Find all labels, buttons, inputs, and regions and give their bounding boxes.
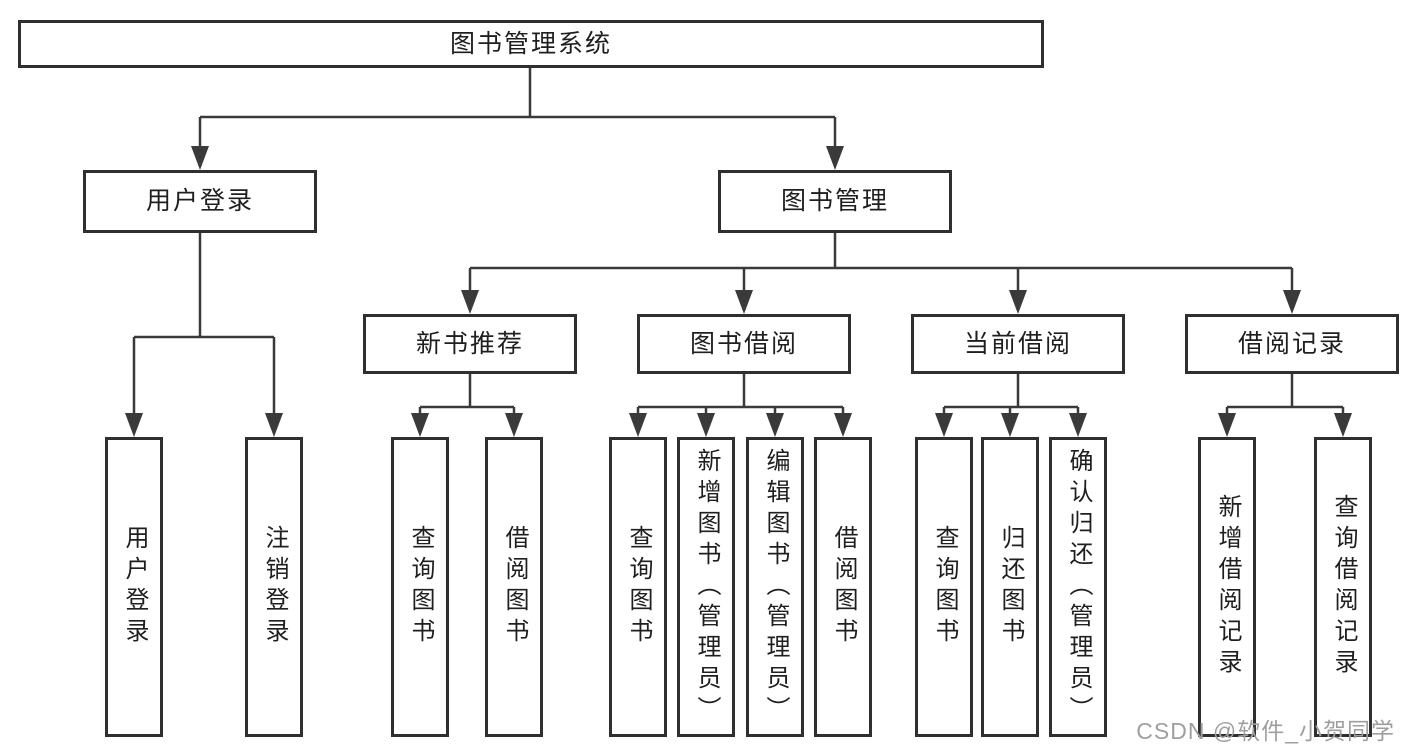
connector-new-book-leaves (418, 374, 516, 416)
connector-current-borrow-leaves (942, 374, 1080, 416)
leaf-edit-book-admin: 编辑图书（管理员） (746, 437, 804, 737)
leaf-borrow-books: 借阅图书 (814, 437, 872, 737)
node-borrow-records: 借阅记录 (1185, 314, 1399, 374)
connector-borrow-records-leaves (1225, 374, 1345, 416)
node-book-management: 图书管理 (718, 170, 952, 233)
csdn-watermark: CSDN @软件_小贺同学 (1136, 718, 1395, 744)
leaf-add-book-admin: 新增图书（管理员） (677, 437, 735, 737)
arrowheads (125, 146, 1352, 437)
node-new-book-recommend: 新书推荐 (363, 314, 577, 374)
connector-book-mgmt-level3 (468, 233, 1294, 294)
leaf-query-borrow-record: 查询借阅记录 (1314, 437, 1372, 737)
leaf-return-book: 归还图书 (981, 437, 1039, 737)
node-root: 图书管理系统 (18, 20, 1044, 68)
leaf-borrow-books-recommend: 借阅图书 (485, 437, 543, 737)
node-book-borrow: 图书借阅 (637, 314, 851, 374)
connector-book-borrow-leaves (636, 374, 845, 416)
leaf-user-login: 用户登录 (105, 437, 163, 737)
leaf-query-books-recommend: 查询图书 (391, 437, 449, 737)
node-user-login: 用户登录 (83, 170, 317, 233)
leaf-add-borrow-record: 新增借阅记录 (1198, 437, 1256, 737)
connector-root-to-level2 (198, 68, 837, 150)
leaf-query-books-current: 查询图书 (915, 437, 973, 737)
leaf-query-books-borrow: 查询图书 (609, 437, 667, 737)
leaf-confirm-return-admin: 确认归还（管理员） (1049, 437, 1107, 737)
connector-user-login-leaves (132, 233, 276, 417)
leaf-logout: 注销登录 (245, 437, 303, 737)
node-current-borrow: 当前借阅 (911, 314, 1125, 374)
